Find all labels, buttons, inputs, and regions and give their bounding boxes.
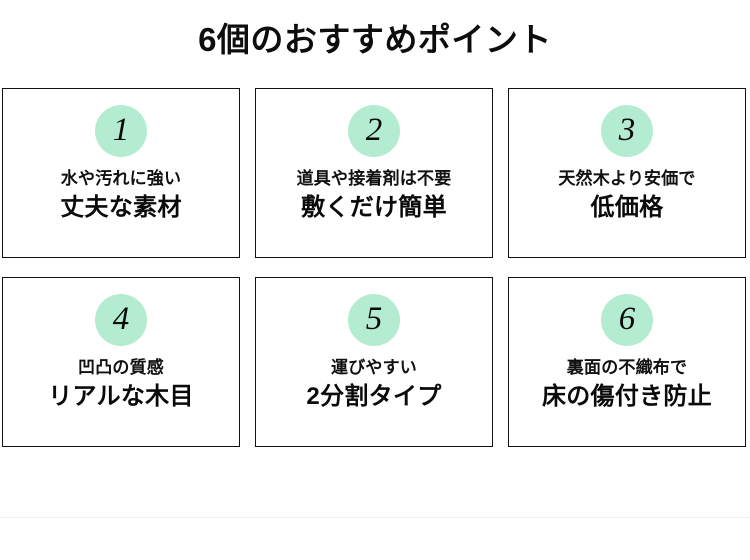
number-badge-4: 4 (95, 294, 147, 346)
number-badge-6: 6 (601, 294, 653, 346)
badge-number-label: 3 (618, 111, 636, 148)
number-badge-3: 3 (601, 105, 653, 157)
badge-number-label: 1 (112, 111, 130, 148)
feature-headline: 敷くだけ簡単 (301, 194, 447, 221)
feature-card-3: 3 天然木より安価で 低価格 (508, 88, 746, 258)
feature-card-grid: 1 水や汚れに強い 丈夫な素材 2 道具や接着剤は不要 敷くだけ簡単 3 天然木… (2, 88, 746, 447)
badge-number-label: 6 (618, 300, 636, 337)
feature-card-text-6: 裏面の不織布で 床の傷付き防止 (509, 356, 745, 412)
feature-card-1: 1 水や汚れに強い 丈夫な素材 (2, 88, 240, 258)
feature-subtitle: 凹凸の質感 (78, 358, 164, 377)
number-badge-1: 1 (95, 105, 147, 157)
number-badge-5: 5 (348, 294, 400, 346)
feature-card-text-2: 道具や接着剤は不要 敷くだけ簡単 (256, 167, 492, 223)
badge-number-label: 2 (365, 111, 383, 148)
feature-card-text-5: 運びやすい 2分割タイプ (256, 356, 492, 412)
feature-subtitle: 水や汚れに強い (60, 169, 182, 188)
feature-card-2: 2 道具や接着剤は不要 敷くだけ簡単 (255, 88, 493, 258)
feature-card-text-3: 天然木より安価で 低価格 (509, 167, 745, 223)
badge-number-label: 5 (365, 300, 383, 337)
feature-headline: 2分割タイプ (306, 383, 442, 410)
feature-subtitle: 道具や接着剤は不要 (296, 169, 452, 188)
feature-subtitle: 裏面の不織布で (566, 358, 688, 377)
feature-card-text-1: 水や汚れに強い 丈夫な素材 (3, 167, 239, 223)
feature-card-6: 6 裏面の不織布で 床の傷付き防止 (508, 277, 746, 447)
feature-card-text-4: 凹凸の質感 リアルな木目 (3, 356, 239, 412)
feature-headline: リアルな木目 (48, 383, 194, 410)
feature-headline: 低価格 (590, 194, 664, 221)
bottom-divider (0, 517, 750, 518)
feature-headline: 丈夫な素材 (60, 194, 182, 221)
badge-number-label: 4 (112, 300, 130, 337)
page-title: 6個のおすすめポイント (198, 21, 552, 58)
feature-subtitle: 天然木より安価で (558, 169, 696, 188)
feature-headline: 床の傷付き防止 (541, 383, 713, 410)
number-badge-2: 2 (348, 105, 400, 157)
feature-card-4: 4 凹凸の質感 リアルな木目 (2, 277, 240, 447)
feature-subtitle: 運びやすい (331, 358, 417, 377)
feature-card-5: 5 運びやすい 2分割タイプ (255, 277, 493, 447)
